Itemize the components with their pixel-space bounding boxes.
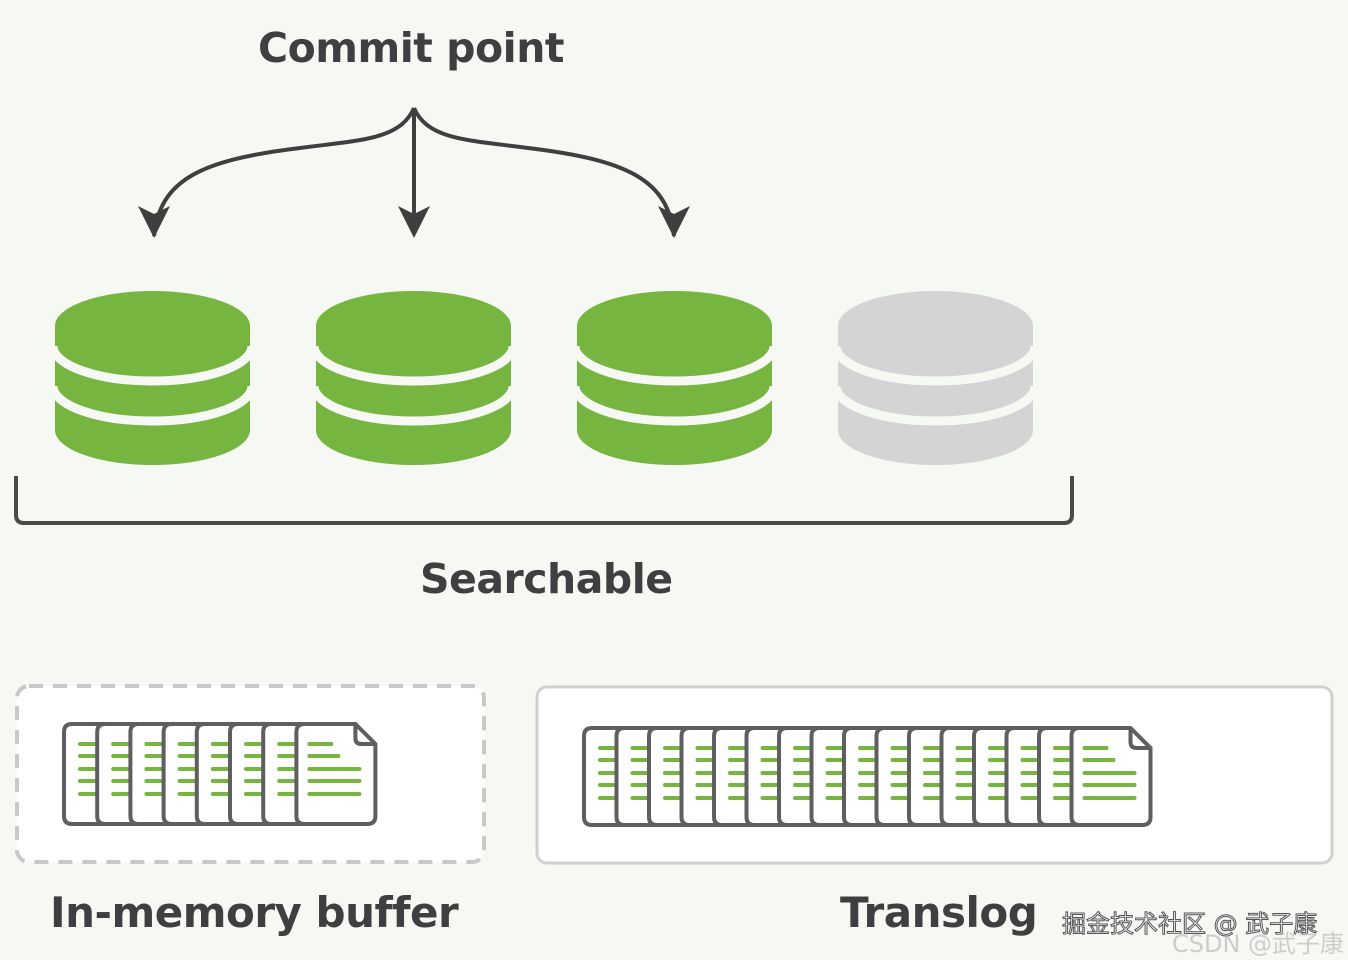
arrow-head-1 xyxy=(138,206,170,238)
segment-separator xyxy=(309,385,518,426)
arrow-head-2 xyxy=(398,206,430,238)
segment-top xyxy=(55,291,250,361)
segment-separator xyxy=(831,345,1040,386)
commit-arrows xyxy=(138,107,690,238)
segment-separator xyxy=(570,345,779,386)
arrow-head-3 xyxy=(658,206,690,238)
segment-body xyxy=(316,326,511,465)
document-sheet xyxy=(1069,726,1153,827)
segments xyxy=(48,291,1040,465)
arrow-to-segment-1 xyxy=(152,107,416,237)
segment-cylinder-2 xyxy=(309,291,518,465)
translog-label: Translog xyxy=(840,888,1038,937)
segment-body xyxy=(838,326,1033,465)
arrow-to-segment-3 xyxy=(412,107,676,237)
watermark-primary: 掘金技术社区 @ 武子康 xyxy=(1061,910,1318,939)
searchable-bracket xyxy=(14,476,1074,525)
segment-separator xyxy=(48,345,257,386)
buffer-document xyxy=(294,722,378,826)
commit-point-label: Commit point xyxy=(258,24,564,72)
searchable-label: Searchable xyxy=(420,555,673,603)
segment-separator xyxy=(309,345,518,386)
segment-top xyxy=(838,291,1033,361)
document-fold xyxy=(1128,728,1151,750)
in-memory-buffer-label: In-memory buffer xyxy=(50,888,459,937)
document-fold xyxy=(353,724,376,746)
document-sheet xyxy=(294,722,378,826)
translog-document xyxy=(1069,726,1153,827)
segment-separator xyxy=(48,385,257,426)
segment-separator xyxy=(570,385,779,426)
segment-top xyxy=(577,291,772,361)
segment-top xyxy=(316,291,511,361)
segment-cylinder-3 xyxy=(570,291,779,465)
buffer-documents xyxy=(62,722,378,826)
segment-body xyxy=(577,326,772,465)
translog-documents xyxy=(582,726,1153,827)
segment-separator xyxy=(831,385,1040,426)
segment-cylinder-1 xyxy=(48,291,257,465)
segment-cylinder-4 xyxy=(831,291,1040,465)
watermark-secondary: CSDN @武子康 xyxy=(1172,930,1345,958)
segment-body xyxy=(55,326,250,465)
